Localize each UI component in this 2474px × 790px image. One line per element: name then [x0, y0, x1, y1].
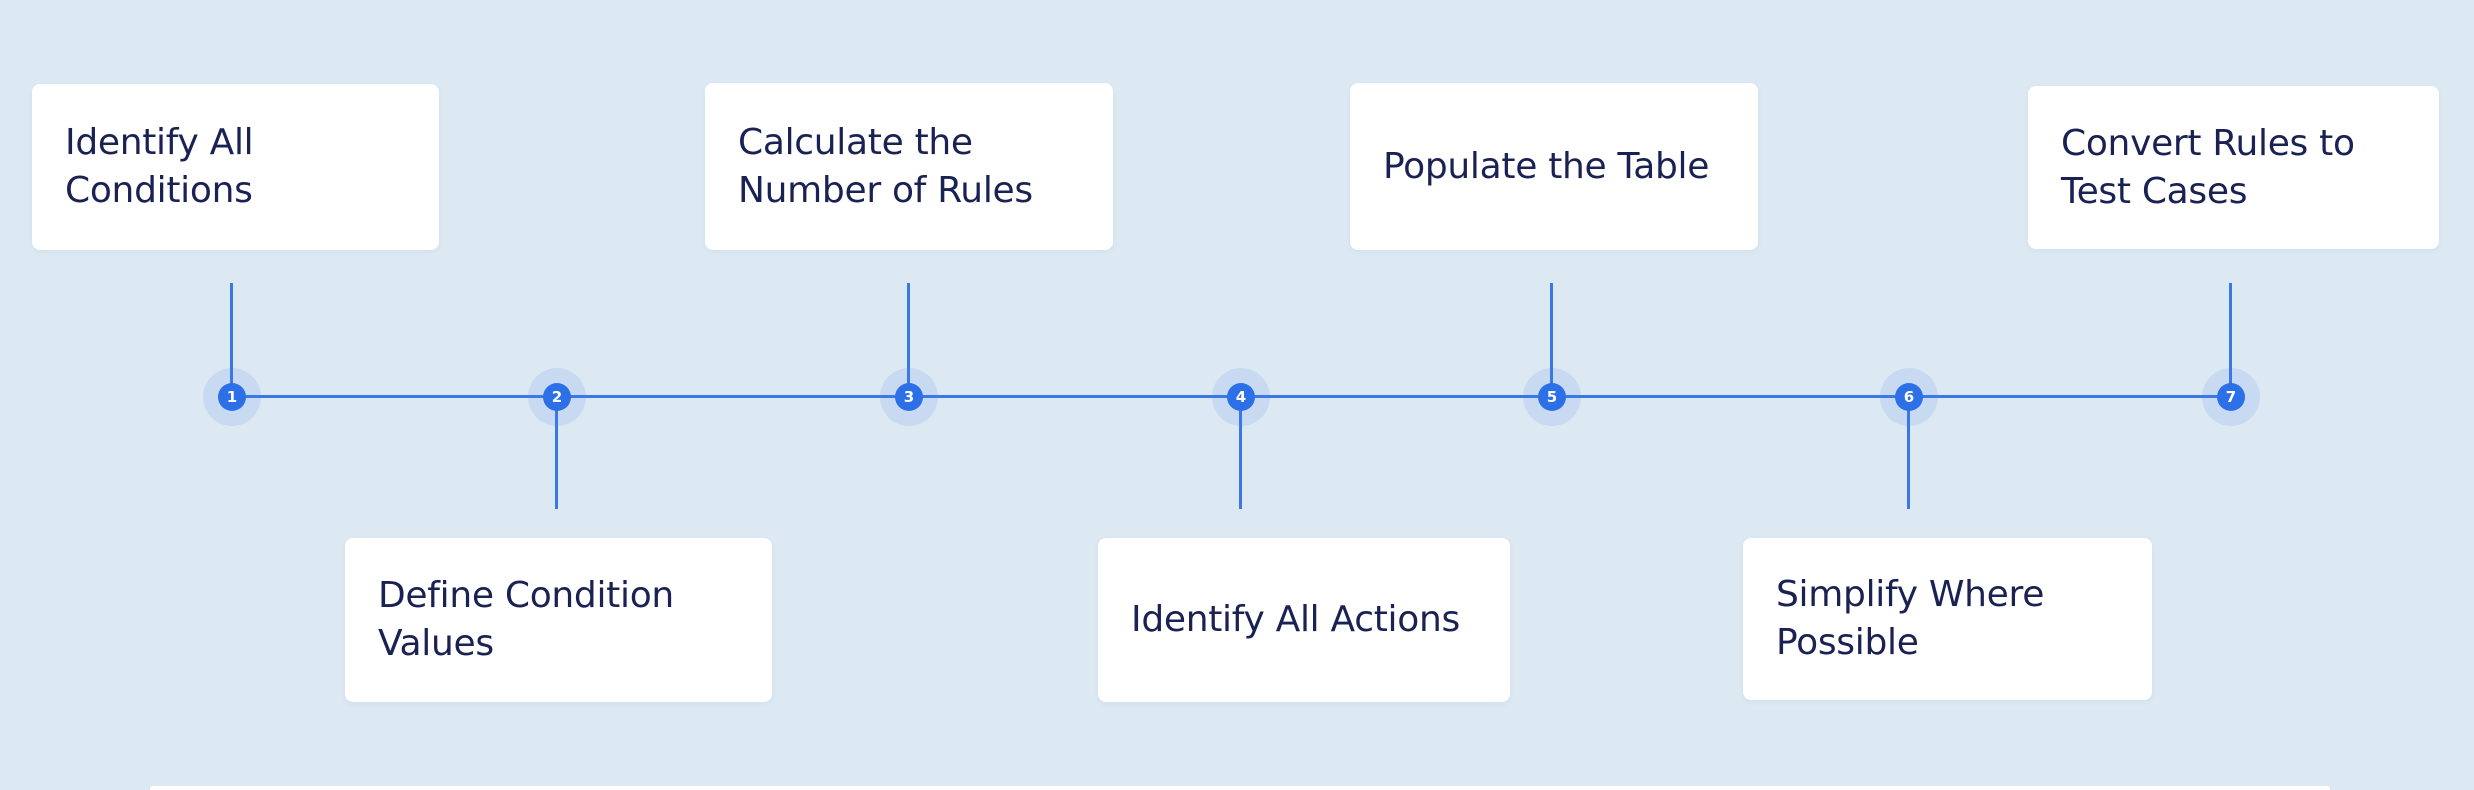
step-number: 6 [1903, 388, 1915, 406]
step-card-identify-all-conditions: Identify All Conditions [32, 84, 439, 250]
bottom-page-edge [150, 786, 2330, 790]
step-label-line: Calculate the [738, 121, 973, 163]
step-card-populate-the-table: Populate the Table [1350, 83, 1758, 250]
step-card-calculate-the-number-of-rules: Calculate the Number of Rules [705, 83, 1113, 250]
step-node-5: 5 [1538, 383, 1566, 411]
step-number: 1 [226, 388, 238, 406]
step-number: 7 [2225, 388, 2237, 406]
connector-step-3 [907, 283, 910, 397]
connector-step-2 [555, 397, 558, 509]
step-number: 5 [1546, 388, 1558, 406]
step-label-line: Number of Rules [738, 169, 1033, 211]
step-label-line: Convert Rules to [2061, 122, 2355, 164]
step-label-line: Identify All [65, 122, 254, 163]
step-number: 4 [1235, 388, 1247, 406]
step-card-convert-rules-to-test-cases: Convert Rules to Test Cases [2028, 86, 2439, 249]
step-node-1: 1 [218, 383, 246, 411]
step-node-4: 4 [1227, 383, 1255, 411]
step-label-line: Simplify Where [1776, 574, 2045, 615]
step-number: 2 [551, 388, 563, 406]
step-node-6: 6 [1895, 383, 1923, 411]
step-card-define-condition-values: Define Condition Values [345, 538, 772, 702]
step-label-line: Test Cases [2061, 170, 2248, 212]
step-node-2: 2 [543, 383, 571, 411]
step-label-line: Conditions [65, 170, 253, 211]
step-label-line: Identify All Actions [1131, 599, 1460, 640]
step-node-7: 7 [2217, 383, 2245, 411]
connector-step-6 [1907, 397, 1910, 509]
step-label-line: Possible [1776, 622, 1919, 663]
connector-step-4 [1239, 397, 1242, 509]
step-card-identify-all-actions: Identify All Actions [1098, 538, 1510, 702]
step-node-3: 3 [895, 383, 923, 411]
step-number: 3 [903, 388, 915, 406]
step-label-line: Define Condition [378, 575, 674, 616]
connector-step-5 [1550, 283, 1553, 397]
connector-step-1 [230, 283, 233, 397]
step-label-line: Populate the Table [1383, 145, 1710, 187]
connector-step-7 [2229, 283, 2232, 397]
step-card-simplify-where-possible: Simplify Where Possible [1743, 538, 2152, 700]
step-label-line: Values [378, 623, 494, 664]
